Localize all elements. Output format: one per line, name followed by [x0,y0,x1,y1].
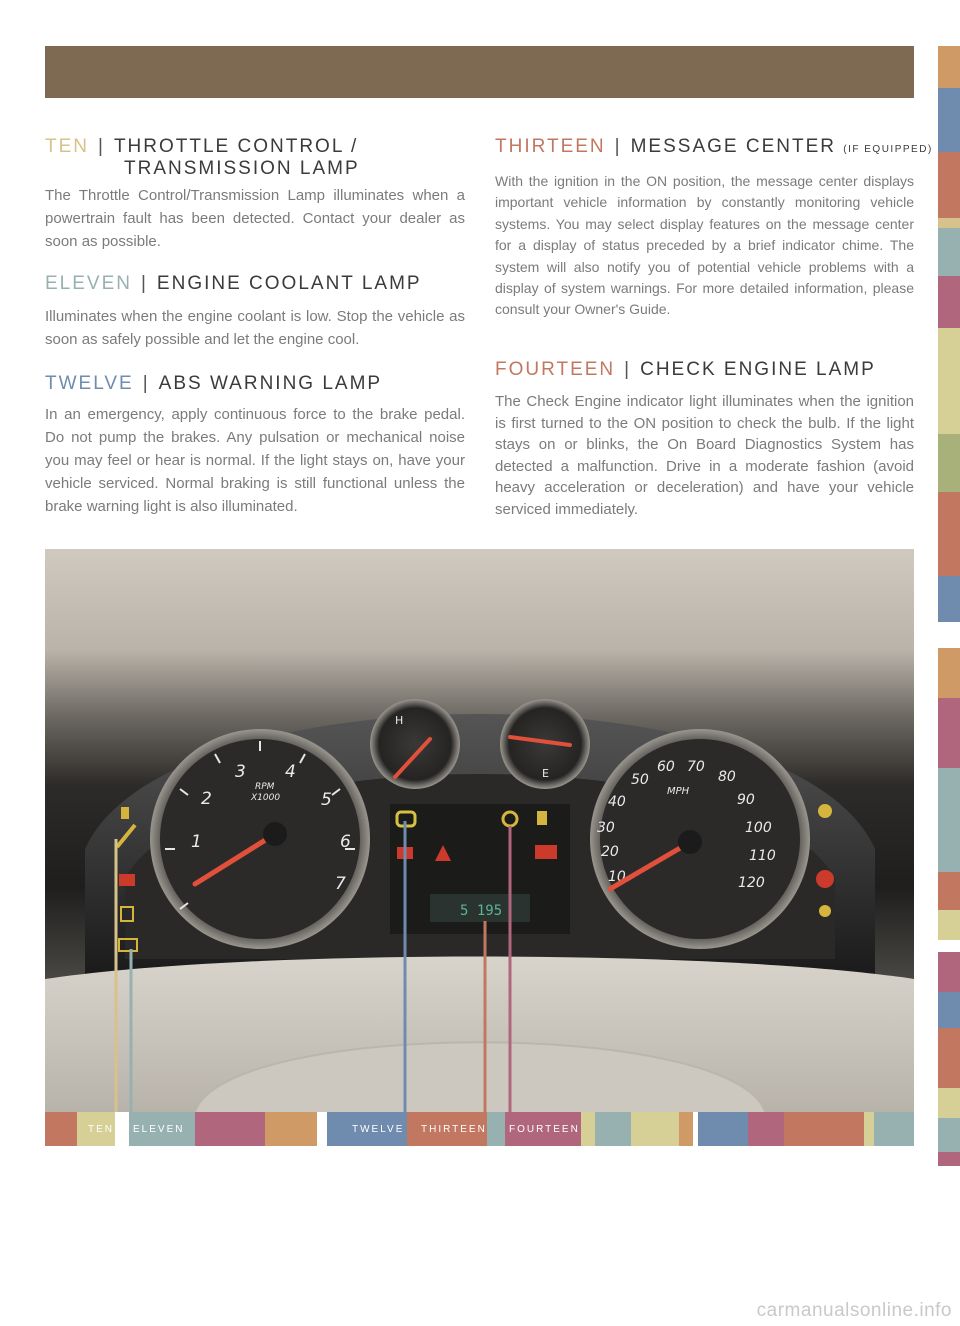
section-twelve: TWELVE|ABS WARNING LAMP In an emergency,… [45,373,465,518]
watermark: carmanualsonline.info [756,1300,952,1321]
speed-label-mph: MPH [667,786,690,797]
speed-70: 70 [687,759,705,775]
tach-needle [192,831,278,887]
ten-body: The Throttle Control/Transmission Lamp i… [45,187,465,250]
fuel-door-icon [537,811,547,825]
side-color-strip [938,46,960,1166]
twelve-heading: TWELVE|ABS WARNING LAMP [45,373,383,394]
section-eleven: ELEVEN|ENGINE COOLANT LAMP Illuminates w… [45,273,465,351]
tach-number-1: 1 [191,832,202,852]
tach-label-x1000: X1000 [250,793,280,803]
indicator-lamp-1 [121,807,129,819]
eleven-body: Illuminates when the engine coolant is l… [45,308,465,348]
odometer-readout: 5 195 [460,903,502,919]
fuel-label-e: E [542,767,549,780]
speed-110: 110 [749,848,776,864]
speed-100: 100 [745,820,772,836]
fourteen-title: CHECK ENGINE LAMP [640,359,876,380]
temp-label-h: H [395,714,403,727]
fourteen-body: The Check Engine indicator light illumin… [495,393,914,518]
thirteen-heading: THIRTEEN|MESSAGE CENTER (IF EQUIPPED) [495,136,933,157]
speed-120: 120 [738,875,765,891]
brake-warning-icon [535,845,557,859]
tach-label-rpm: RPM [255,782,275,792]
bottom-label-eleven: ELEVEN [133,1124,185,1135]
speed-90: 90 [737,792,755,808]
header-bar [45,46,914,98]
twelve-number: TWELVE [45,373,134,394]
eleven-heading: ELEVEN|ENGINE COOLANT LAMP [45,273,422,294]
thirteen-body: With the ignition in the ON position, th… [495,173,914,318]
ten-heading-line2: TRANSMISSION LAMP [45,158,465,180]
door-ajar-icon [435,845,451,861]
instrument-cluster-photo: 1 2 3 4 5 6 7 RPM X1000 10 20 30 40 50 6… [45,549,914,1112]
tach-number-3: 3 [235,762,246,782]
speed-needle [607,841,690,892]
ten-number: TEN [45,136,89,157]
twelve-title: ABS WARNING LAMP [158,373,383,394]
speed-20: 20 [601,844,619,860]
speed-60: 60 [657,759,675,775]
indicator-lamp-5 [118,938,138,952]
indicator-lamp-right-3 [819,905,831,917]
speed-50: 50 [631,772,649,788]
eleven-coolant-icon [120,906,134,922]
tach-number-2: 2 [201,789,212,809]
cluster-illustration: 1 2 3 4 5 6 7 RPM X1000 10 20 30 40 50 6… [45,699,914,1112]
section-fourteen: FOURTEEN|CHECK ENGINE LAMP The Check Eng… [495,359,914,520]
tach-ticks [165,741,355,910]
tach-hub [263,822,287,846]
ten-title-line2: TRANSMISSION LAMP [124,158,360,179]
thirteen-title-note: (IF EQUIPPED) [843,144,933,155]
ten-title-line1: THROTTLE CONTROL / [113,136,359,157]
tach-number-6: 6 [340,832,351,852]
twelve-body: In an emergency, apply continuous force … [45,406,465,515]
indicator-lamp-3 [119,874,135,886]
tach-number-5: 5 [321,790,332,810]
speed-30: 30 [597,820,615,836]
indicator-lamp-right-2 [816,870,834,888]
bottom-label-fourteen: FOURTEEN [509,1124,580,1135]
temperature-gauge [370,699,460,789]
section-thirteen: THIRTEEN|MESSAGE CENTER (IF EQUIPPED) Wi… [495,136,933,321]
section-ten: TEN|THROTTLE CONTROL / TRANSMISSION LAMP… [45,136,465,253]
eleven-title: ENGINE COOLANT LAMP [156,273,422,294]
thirteen-title: MESSAGE CENTER [630,136,836,157]
speed-40: 40 [608,794,626,810]
ten-heading: TEN|THROTTLE CONTROL / [45,136,359,157]
thirteen-number: THIRTEEN [495,136,606,157]
fourteen-heading: FOURTEEN|CHECK ENGINE LAMP [495,359,876,380]
speed-80: 80 [718,769,736,785]
bottom-label-ten: TEN [88,1124,114,1135]
fuel-gauge [500,699,590,789]
bottom-label-twelve: TWELVE [352,1124,405,1135]
eleven-number: ELEVEN [45,273,132,294]
bottom-color-strip [45,1112,914,1146]
bottom-label-thirteen: THIRTEEN [421,1124,487,1135]
fourteen-number: FOURTEEN [495,359,616,380]
speed-hub [678,830,702,854]
ten-throttle-icon [115,823,137,849]
airbag-icon [818,804,832,818]
message-center-screen [430,894,530,922]
tach-number-4: 4 [285,762,296,782]
tach-number-7: 7 [335,874,346,894]
